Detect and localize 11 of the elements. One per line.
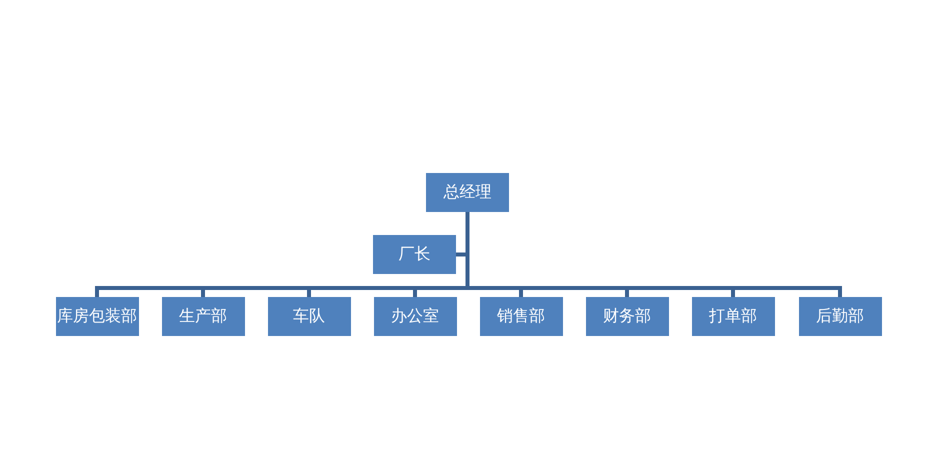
org-box: 打单部 bbox=[692, 297, 774, 336]
org-box: 车队 bbox=[268, 297, 350, 336]
org-box: 库房包装部 bbox=[56, 297, 138, 336]
org-box: 后勤部 bbox=[798, 297, 882, 336]
org-box: 办公室 bbox=[374, 297, 456, 336]
org-box: 生产部 bbox=[162, 297, 244, 336]
connector-line bbox=[466, 212, 842, 297]
org-box: 销售部 bbox=[480, 297, 562, 336]
org-box: 总经理 bbox=[426, 173, 509, 212]
org-box: 财务部 bbox=[586, 297, 668, 336]
org-box: 厂长 bbox=[373, 235, 456, 274]
